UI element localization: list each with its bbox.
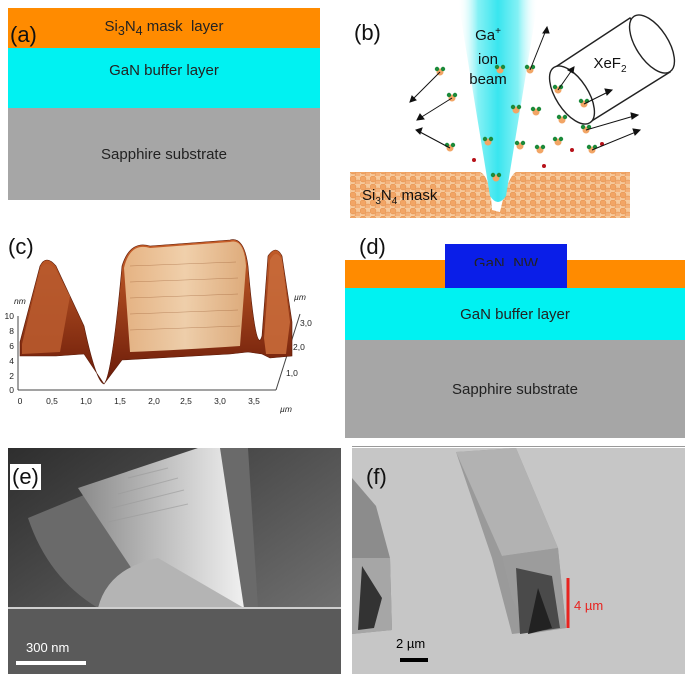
afm-texture	[129, 261, 241, 331]
y-unit: µm	[294, 292, 306, 302]
scale-bar-f	[400, 658, 428, 662]
sem-image-nanowire-f	[352, 448, 685, 674]
x-tick: 1,0	[80, 396, 92, 406]
x-axis-ticks: 0 0,5 1,0 1,5 2,0 2,5 3,0 3,5 µm	[18, 396, 292, 414]
afm-3d-plot: nm 0 2 4 6 8 10 0 0,5 1,0 1,5 2,0 2,5 3,…	[5, 239, 312, 414]
afm-surface-right-ridge	[264, 254, 290, 354]
panel-a: Si3N4 mask layer GaN buffer layer Sapphi…	[8, 8, 320, 200]
z-tick: 4	[9, 356, 14, 366]
z-tick: 8	[9, 326, 14, 336]
fib-schematic: Ga+ ion beam XeF2 Si3N4 mask	[350, 0, 676, 218]
buffer-layer: GaN buffer layer	[345, 288, 685, 340]
sputter-arrows	[409, 25, 642, 151]
panel-label-f: (f)	[366, 464, 387, 489]
y-axis-ticks: µm 3,0 2,0 1,0	[286, 292, 312, 378]
right-nanowire-top	[456, 448, 558, 556]
sem-image-nanowire-e	[8, 448, 341, 674]
panel-label-d: (d)	[359, 234, 386, 259]
panel-label-b: (b)	[354, 20, 381, 45]
x-tick: 0,5	[46, 396, 58, 406]
ion-beam-label-line3: beam	[469, 71, 507, 88]
x-tick: 0	[18, 396, 23, 406]
panel-e: (e) 300 nm	[8, 448, 341, 674]
mask-layer-left	[345, 260, 447, 288]
y-tick: 1,0	[286, 368, 298, 378]
panel-b: Ga+ ion beam XeF2 Si3N4 mask (b)	[340, 0, 685, 222]
z-tick: 6	[9, 341, 14, 351]
z-axis-ticks: nm 0 2 4 6 8 10	[5, 296, 26, 395]
ion-beam	[458, 0, 538, 202]
z-tick: 10	[5, 311, 15, 321]
panel-f: (f) 4 µm 2 µm	[352, 448, 685, 674]
panel-label-a: (a)	[10, 22, 37, 47]
frame-top-line	[352, 446, 685, 447]
y-tick: 3,0	[300, 318, 312, 328]
panel-label-c: (c)	[8, 234, 34, 259]
x-tick: 2,0	[148, 396, 160, 406]
buffer-layer-label: GaN buffer layer	[460, 305, 570, 323]
nanowire-base	[453, 266, 559, 288]
x-tick: 1,5	[114, 396, 126, 406]
x-tick: 3,5	[248, 396, 260, 406]
ion-beam-label-line2: ion	[478, 51, 498, 68]
mask-layer-label: Si3N4 mask layer	[104, 18, 224, 38]
z-tick: 2	[9, 371, 14, 381]
substrate-layer: Sapphire substrate	[345, 340, 685, 438]
nanowire-end-facet	[98, 558, 244, 608]
nanowire-top-facet	[78, 448, 244, 608]
xef2-label: XeF2	[593, 55, 627, 75]
afm-surface-top	[124, 241, 246, 352]
panel-label-e: (e)	[10, 464, 41, 490]
right-nanowire-shadow	[528, 588, 552, 634]
x-tick: 3,0	[214, 396, 226, 406]
si3n4-mask-label: Si3N4 mask	[362, 187, 438, 207]
buffer-layer: GaN buffer layer	[8, 48, 320, 108]
buffer-layer-label: GaN buffer layer	[109, 61, 219, 79]
ion-beam-label-line1: Ga+	[475, 26, 501, 44]
height-annotation: 4 µm	[574, 598, 604, 613]
xef2-nozzle	[548, 14, 676, 125]
scale-bar-f-label: 2 µm	[396, 636, 426, 651]
x-tick: 2,5	[180, 396, 192, 406]
scale-bar-e	[16, 661, 86, 665]
mask-layer-right	[563, 260, 685, 288]
mask-layer: Si3N4 mask layer	[8, 8, 320, 48]
left-nanowire-dark	[358, 566, 382, 630]
afm-surface-left-ridge	[22, 264, 70, 354]
y-tick: 2,0	[293, 342, 305, 352]
substrate-label: Sapphire substrate	[101, 145, 227, 163]
z-unit: nm	[14, 296, 26, 306]
scale-bar-e-label: 300 nm	[26, 640, 70, 655]
x-unit: µm	[280, 404, 292, 414]
z-tick: 0	[9, 385, 14, 395]
panel-c: nm 0 2 4 6 8 10 0 0,5 1,0 1,5 2,0 2,5 3,…	[0, 226, 330, 426]
nanowire-texture	[107, 467, 189, 523]
substrate-label: Sapphire substrate	[452, 380, 578, 398]
substrate-layer: Sapphire substrate	[8, 108, 320, 200]
panel-d: GaN NW GaN buffer layer Sapphire substra…	[345, 232, 685, 438]
